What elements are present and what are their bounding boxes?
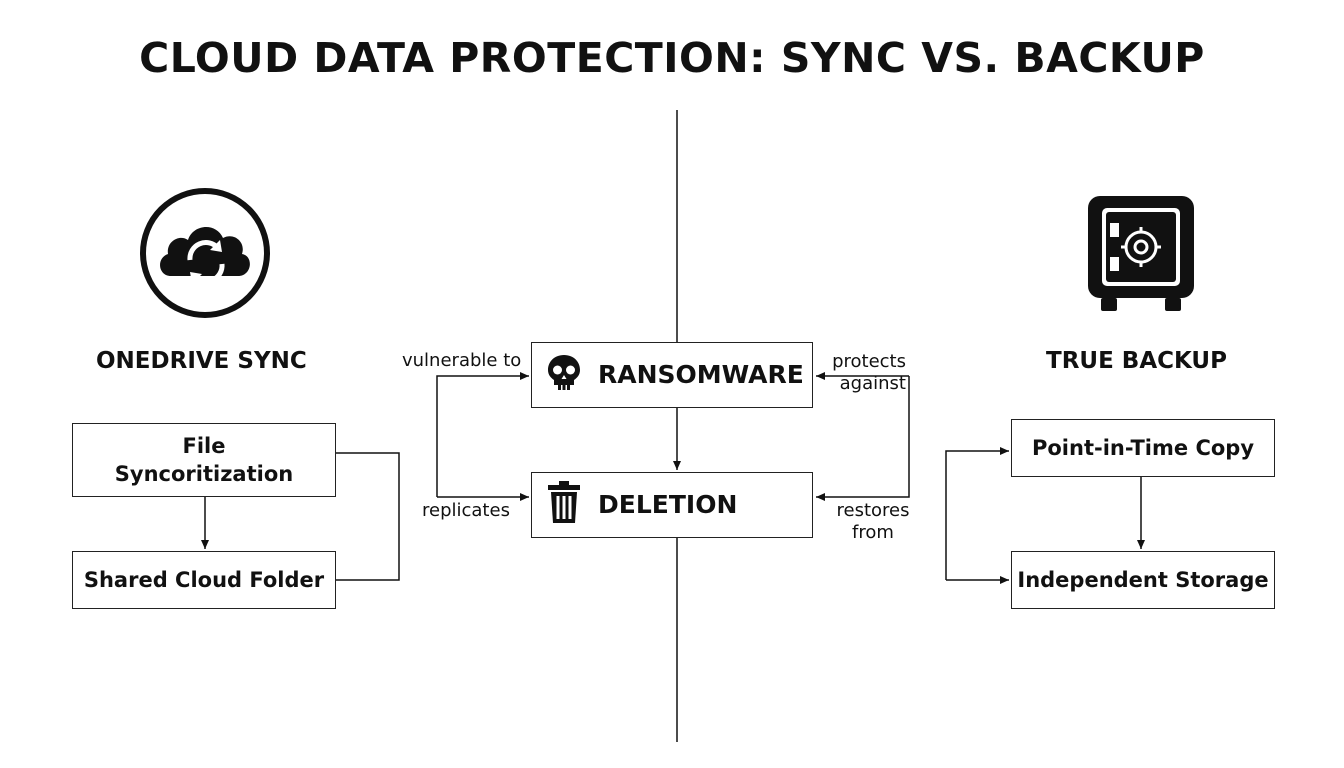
cloud-sync-icon [138,186,272,324]
ransomware-box: RANSOMWARE [531,342,813,408]
ransomware-label: RANSOMWARE [598,360,804,389]
restores-label-line2: from [852,522,894,543]
vulnerable-to-arrow [436,372,529,497]
trash-icon [546,480,582,530]
left-loop-line [335,452,400,581]
restores-label-line1: restores [836,500,910,521]
right-loop-to-copy-arrow [945,447,1009,580]
file-sync-label: File Syncoritization [114,434,294,486]
shared-folder-label: Shared Cloud Folder [83,568,325,592]
deletion-label: DELETION [598,490,738,519]
shared-folder-box: Shared Cloud Folder [72,551,336,609]
independent-storage-box: Independent Storage [1011,551,1275,609]
true-backup-heading: TRUE BACKUP [1046,348,1227,374]
restores-from-label: restores from [833,500,913,544]
safe-icon [1087,195,1195,317]
skull-icon [546,353,582,397]
page-title: CLOUD DATA PROTECTION: SYNC VS. BACKUP [139,34,1205,82]
restores-from-arrow [816,376,910,501]
file-sync-box: File Syncoritization [72,423,336,497]
protects-against-label: protects against [830,351,906,395]
vulnerable-to-label: vulnerable to [402,350,522,371]
protects-label-line1: protects [832,351,906,372]
point-in-time-label: Point-in-Time Copy [1031,436,1255,460]
replicates-label: replicates [422,500,510,521]
deletion-box: DELETION [531,472,813,538]
onedrive-sync-heading: ONEDRIVE SYNC [96,348,307,374]
point-in-time-box: Point-in-Time Copy [1011,419,1275,477]
protects-label-line2: against [839,373,906,394]
independent-storage-label: Independent Storage [1017,568,1269,592]
